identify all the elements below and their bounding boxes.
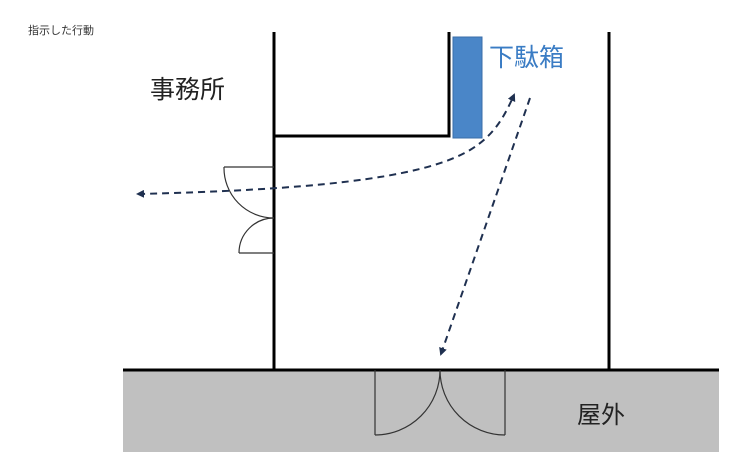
office-label: 事務所 [150, 75, 226, 104]
inner-wall [274, 32, 451, 138]
path-arrow-office [136, 93, 516, 198]
entrance-door[interactable] [374, 369, 506, 436]
shoe-box-label: 下駄箱 [489, 43, 565, 72]
path-arrow-entrance [439, 97, 531, 356]
shoe-box [452, 36, 483, 139]
office-door[interactable] [223, 166, 275, 254]
outside-area [123, 370, 719, 452]
outside-label: 屋外 [577, 401, 625, 429]
caption: 指示した行動 [28, 24, 94, 37]
